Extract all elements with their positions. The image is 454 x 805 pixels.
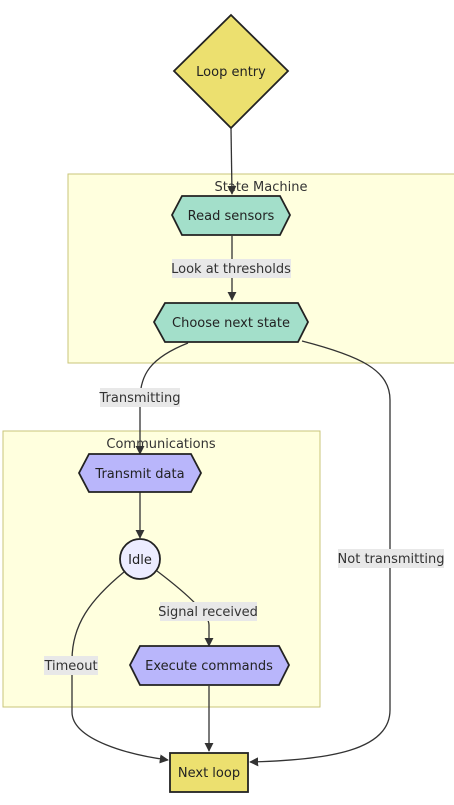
node-execute-commands: Execute commands: [128, 645, 291, 686]
svg-text:Timeout: Timeout: [43, 659, 97, 674]
svg-text:Not transmitting: Not transmitting: [338, 552, 445, 567]
svg-text:Execute commands: Execute commands: [145, 659, 273, 674]
svg-text:Transmitting: Transmitting: [99, 391, 181, 406]
edge-label-transmitting: Transmitting: [99, 388, 181, 407]
svg-text:Choose next state: Choose next state: [172, 316, 290, 331]
edge-label-signal-received: Signal received: [158, 602, 258, 621]
node-choose-next-state: Choose next state: [152, 302, 310, 343]
edge-label-not-transmitting: Not transmitting: [338, 549, 445, 568]
node-next-loop: Next loop: [169, 752, 249, 793]
cluster-state-machine-title: State Machine: [215, 180, 308, 195]
edge-loop-entry-to-read-sensors: [227, 127, 237, 195]
edge-label-look-at-thresholds: Look at thresholds: [171, 259, 291, 278]
svg-text:Read sensors: Read sensors: [188, 209, 275, 224]
edge-choose-to-next-loop: [249, 340, 391, 767]
node-loop-entry: Loop entry: [172, 13, 290, 130]
svg-text:Next loop: Next loop: [178, 766, 240, 781]
edge-label-timeout: Timeout: [43, 656, 98, 675]
edge-idle-to-next-loop: [71, 571, 169, 764]
svg-text:Idle: Idle: [128, 553, 152, 568]
node-transmit-data: Transmit data: [77, 453, 203, 493]
svg-text:Signal received: Signal received: [158, 605, 258, 620]
svg-text:Look at thresholds: Look at thresholds: [171, 262, 291, 277]
cluster-communications-title: Communications: [106, 437, 215, 452]
svg-text:Transmit data: Transmit data: [94, 467, 184, 482]
node-idle: Idle: [119, 538, 161, 580]
svg-text:Loop entry: Loop entry: [196, 65, 266, 80]
node-read-sensors: Read sensors: [170, 195, 292, 236]
